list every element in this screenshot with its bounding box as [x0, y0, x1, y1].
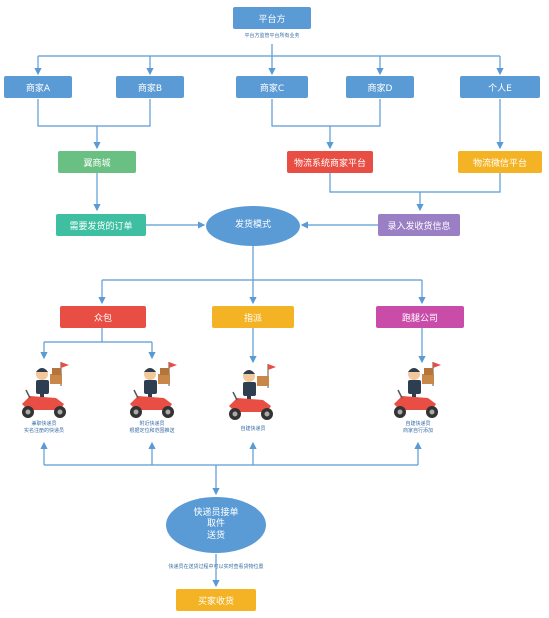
courier-pickup-node: 快递员接单 取件 送货	[166, 497, 266, 553]
buyer-receives-node: 买家收货	[176, 589, 256, 611]
scooter-courier-icon	[394, 362, 441, 418]
errand-company-node: 跑腿公司	[376, 306, 464, 328]
courier-caption: 自建快递员	[218, 426, 288, 433]
wechat-platform-node: 物流微信平台	[458, 151, 542, 173]
crowdsource-node: 众包	[60, 306, 146, 328]
courier-caption-line2: 根据定位和范围推送	[129, 427, 175, 434]
merchant-d-node: 商家D	[346, 76, 414, 98]
tracking-note: 快递员在送货过程中可以实时查看货物位置	[168, 564, 264, 570]
record-info-node: 录入发收货信息	[378, 214, 460, 236]
merchant-c-node: 商家C	[236, 76, 308, 98]
pickup-line2: 取件	[206, 519, 225, 530]
pickup-line1: 快递员接单	[193, 508, 239, 519]
courier-caption-line2: 商家自行添加	[402, 427, 433, 434]
logistics-platform-node: 物流系统商家平台	[287, 151, 373, 173]
mall-node: 翼商城	[58, 151, 136, 173]
platform-description: 平台方监管平台所有业务	[244, 33, 300, 39]
merchant-a-node: 商家A	[4, 76, 72, 98]
courier-caption-line1: 兼职快递员	[31, 421, 57, 427]
courier-caption-line1: 自建快递员	[405, 421, 431, 427]
pickup-line3: 送货	[206, 530, 225, 541]
courier-caption: 附近快递员 根据定位和范围推送	[114, 421, 190, 435]
delivery-mode-hub: 发货模式	[206, 206, 300, 246]
orders-node: 需要发货的订单	[56, 214, 146, 236]
scooter-courier-icon	[229, 364, 276, 420]
courier-caption-line2: 实名注册的快递员	[23, 427, 64, 434]
courier-caption-line1: 自建快递员	[240, 426, 266, 432]
individual-e-node: 个人E	[460, 76, 540, 98]
dispatch-node: 指派	[212, 306, 294, 328]
scooter-courier-icon	[22, 362, 69, 418]
courier-caption: 兼职快递员 实名注册的快递员	[8, 421, 80, 435]
merchant-b-node: 商家B	[116, 76, 184, 98]
scooter-courier-icon	[130, 362, 177, 418]
courier-caption-line1: 附近快递员	[139, 421, 165, 427]
platform-node: 平台方	[233, 7, 311, 29]
courier-caption: 自建快递员 商家自行添加	[382, 421, 454, 435]
